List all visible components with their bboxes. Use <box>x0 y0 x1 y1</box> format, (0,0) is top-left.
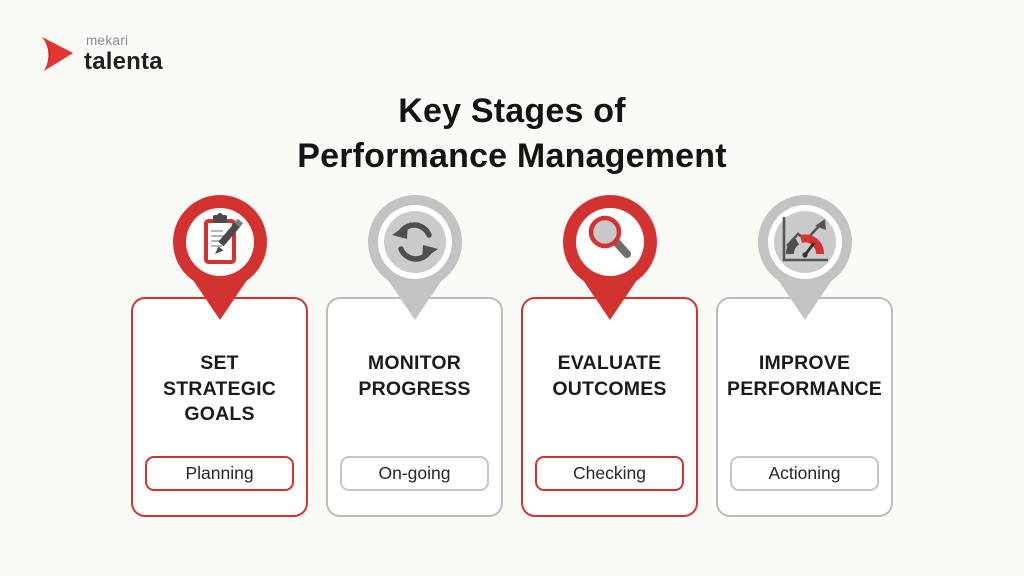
stage-monitor-progress: MONITOR PROGRESS On-going <box>326 190 503 517</box>
stage-set-strategic-goals: SET STRATEGIC GOALS Planning <box>131 190 308 517</box>
stages-row: SET STRATEGIC GOALS Planning MONITOR PRO… <box>0 190 1024 517</box>
map-pin-gauge-chart-icon <box>757 195 852 320</box>
stage-card: IMPROVE PERFORMANCE Actioning <box>716 297 893 517</box>
stage-card: EVALUATE OUTCOMES Checking <box>521 297 698 517</box>
stage-badge: Actioning <box>730 456 879 491</box>
stage-improve-performance: IMPROVE PERFORMANCE Actioning <box>716 190 893 517</box>
logo-brand-top: mekari <box>86 33 129 49</box>
map-pin-magnifier-icon <box>562 195 657 320</box>
stage-heading: SET STRATEGIC GOALS <box>162 352 277 426</box>
stage-badge: Planning <box>145 456 294 491</box>
stage-heading: IMPROVE PERFORMANCE <box>727 352 882 400</box>
stage-card: MONITOR PROGRESS On-going <box>326 297 503 517</box>
stage-heading: MONITOR PROGRESS <box>358 352 471 400</box>
stage-badge: Checking <box>535 456 684 491</box>
mekari-talenta-logo: mekari talenta <box>38 34 163 74</box>
stage-card: SET STRATEGIC GOALS Planning <box>131 297 308 517</box>
page-title: Key Stages of Performance Management <box>297 91 727 175</box>
map-pin-sync-arrows-icon <box>367 195 462 320</box>
pencil-icon <box>214 218 243 254</box>
map-pin-clipboard-pencil-icon <box>172 195 267 320</box>
stage-badge: On-going <box>340 456 489 491</box>
mekari-arrow-icon <box>41 36 74 72</box>
stage-evaluate-outcomes: EVALUATE OUTCOMES Checking <box>521 190 698 517</box>
sync-arrows-icon <box>391 222 438 262</box>
gauge-chart-icon <box>782 217 828 262</box>
logo-brand-bottom: talenta <box>84 47 163 75</box>
stage-heading: EVALUATE OUTCOMES <box>552 352 667 400</box>
magnifier-icon <box>588 215 631 258</box>
